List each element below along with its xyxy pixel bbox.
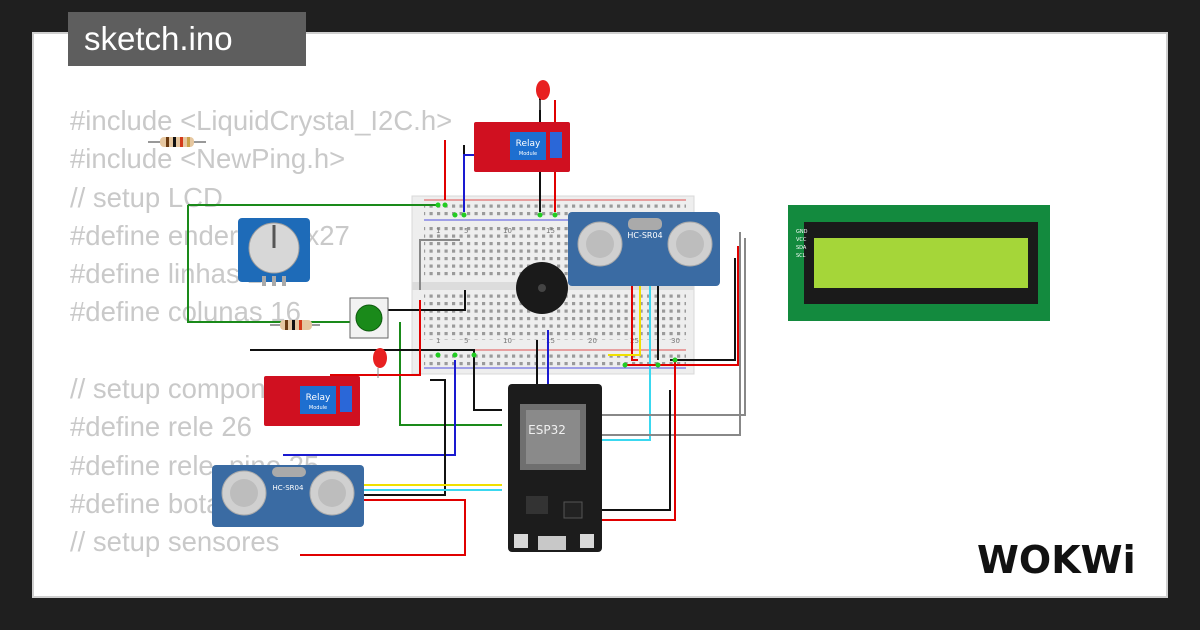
code-line: #define linhas 2 bbox=[70, 258, 263, 290]
lcd-pin-label: SDA bbox=[796, 245, 807, 251]
esp32-board[interactable]: ESP32 bbox=[508, 384, 602, 552]
pushbutton[interactable] bbox=[349, 297, 389, 339]
breadboard-col-label: 1 bbox=[436, 337, 440, 345]
relay-title: Relay bbox=[306, 393, 331, 403]
relay-subtitle: Module bbox=[519, 151, 537, 157]
esp32-label: ESP32 bbox=[528, 423, 566, 437]
ultrasonic-label: HC-SR04 bbox=[273, 484, 304, 492]
ultrasonic-sensor-top[interactable]: HC-SR04 bbox=[568, 212, 720, 286]
breadboard-col-label: 1 bbox=[436, 227, 440, 235]
lcd-pin-label: GND bbox=[796, 229, 808, 235]
breadboard-col-label: 25 bbox=[630, 337, 639, 345]
relay-module-top[interactable]: Relay Module bbox=[474, 122, 570, 172]
file-tab[interactable]: sketch.ino bbox=[68, 12, 306, 66]
relay-subtitle: Module bbox=[309, 405, 327, 411]
breadboard-col-label: 15 bbox=[546, 227, 555, 235]
breadboard-col-label: 20 bbox=[588, 337, 597, 345]
code-line: #include <LiquidCrystal_I2C.h> bbox=[70, 105, 453, 136]
wokwi-logo: WOKWi bbox=[977, 538, 1136, 582]
breadboard-col-label: 30 bbox=[671, 337, 680, 345]
potentiometer[interactable] bbox=[238, 218, 310, 286]
code-line: // setup LCD bbox=[70, 181, 223, 213]
breadboard-col-label: 10 bbox=[503, 227, 512, 235]
breadboard-col-label: 15 bbox=[546, 337, 555, 345]
resistor[interactable] bbox=[270, 320, 320, 330]
breadboard-col-label: 5 bbox=[464, 337, 468, 345]
breadboard-col-label: 5 bbox=[464, 227, 468, 235]
relay-title: Relay bbox=[516, 139, 541, 149]
resistor[interactable] bbox=[148, 137, 206, 147]
ultrasonic-label: HC-SR04 bbox=[627, 231, 662, 240]
lcd-pin-label: VCC bbox=[796, 237, 807, 243]
led-red[interactable] bbox=[536, 80, 550, 110]
ultrasonic-sensor-left[interactable]: HC-SR04 bbox=[212, 465, 364, 527]
relay-module-left[interactable]: Relay Module bbox=[264, 376, 360, 426]
code-line: #include <NewPing.h> bbox=[70, 143, 346, 175]
breadboard-col-label: 10 bbox=[503, 337, 512, 345]
buzzer[interactable] bbox=[516, 262, 568, 314]
wokwi-logo-text: WOKWi bbox=[977, 538, 1136, 582]
lcd-pin-label: SCL bbox=[796, 253, 806, 259]
led-red[interactable] bbox=[373, 348, 387, 378]
code-line: // setup sensores bbox=[70, 526, 280, 558]
junction-dots bbox=[435, 202, 678, 368]
lcd-display[interactable]: GND VCC SDA SCL bbox=[788, 205, 1050, 321]
code-line: #define rele 26 bbox=[70, 411, 252, 443]
